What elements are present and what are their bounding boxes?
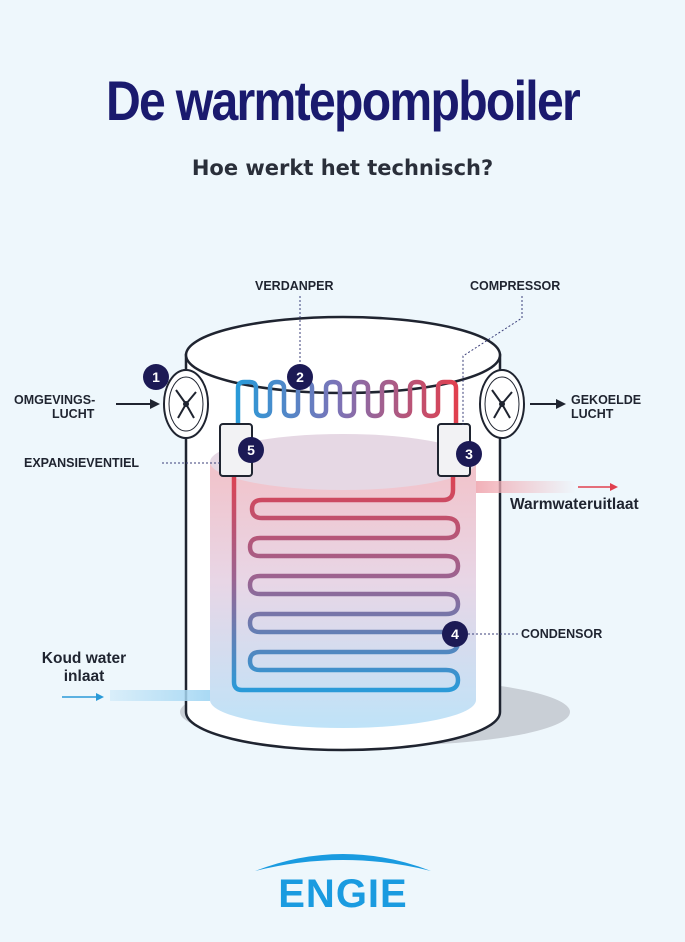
svg-text:2: 2 [296,369,304,385]
badge-5: 5 [238,437,264,463]
label-omgevingslucht: OMGEVINGS- LUCHT [14,393,114,421]
label-koud-line2: inlaat [63,668,105,685]
label-warmwateruitlaat: Warmwateruitlaat [510,496,639,513]
label-verdanper: VERDANPER [255,279,334,293]
fan-right-icon [479,369,525,439]
page-subtitle: Hoe werkt het technisch? [191,156,494,180]
page-title: De warmtepompboiler [105,69,581,132]
label-compressor: COMPRESSOR [470,279,561,293]
svg-text:3: 3 [465,446,473,462]
engie-logo: ENGIE [0,845,685,920]
badge-3: 3 [456,441,482,467]
svg-text:4: 4 [451,626,459,642]
label-condensor: CONDENSOR [521,627,603,641]
badge-2: 2 [287,364,313,390]
label-gekoelde-lucht: GEKOELDE LUCHT [571,393,641,421]
condensor-coil [231,470,461,693]
evaporator-coil [235,379,459,443]
label-koud-line1: Koud water [41,650,127,667]
label-koud-water-inlaat: Koud water inlaat [36,650,132,686]
label-expansieventiel: EXPANSIEVENTIEL [24,456,140,470]
svg-text:1: 1 [152,369,160,385]
badge-4: 4 [442,621,468,647]
engie-logo-mark: ENGIE [254,854,431,916]
svg-text:ENGIE: ENGIE [278,872,407,915]
fan-left-icon [163,369,209,439]
cold-water-inlet-pipe [110,690,210,701]
badge-1: 1 [143,364,169,390]
cooled-air-arrow [530,399,566,409]
label-gekoelde-line1: GEKOELDE [571,393,642,407]
label-gekoelde-line2: LUCHT [571,407,614,421]
leader-compressor [462,296,523,425]
hot-water-outlet-pipe [476,481,576,493]
svg-text:5: 5 [247,442,255,458]
label-omgevingslucht-line1: OMGEVINGS- [14,393,96,407]
label-omgevingslucht-line2: LUCHT [52,407,95,421]
ambient-air-arrow [116,399,160,409]
